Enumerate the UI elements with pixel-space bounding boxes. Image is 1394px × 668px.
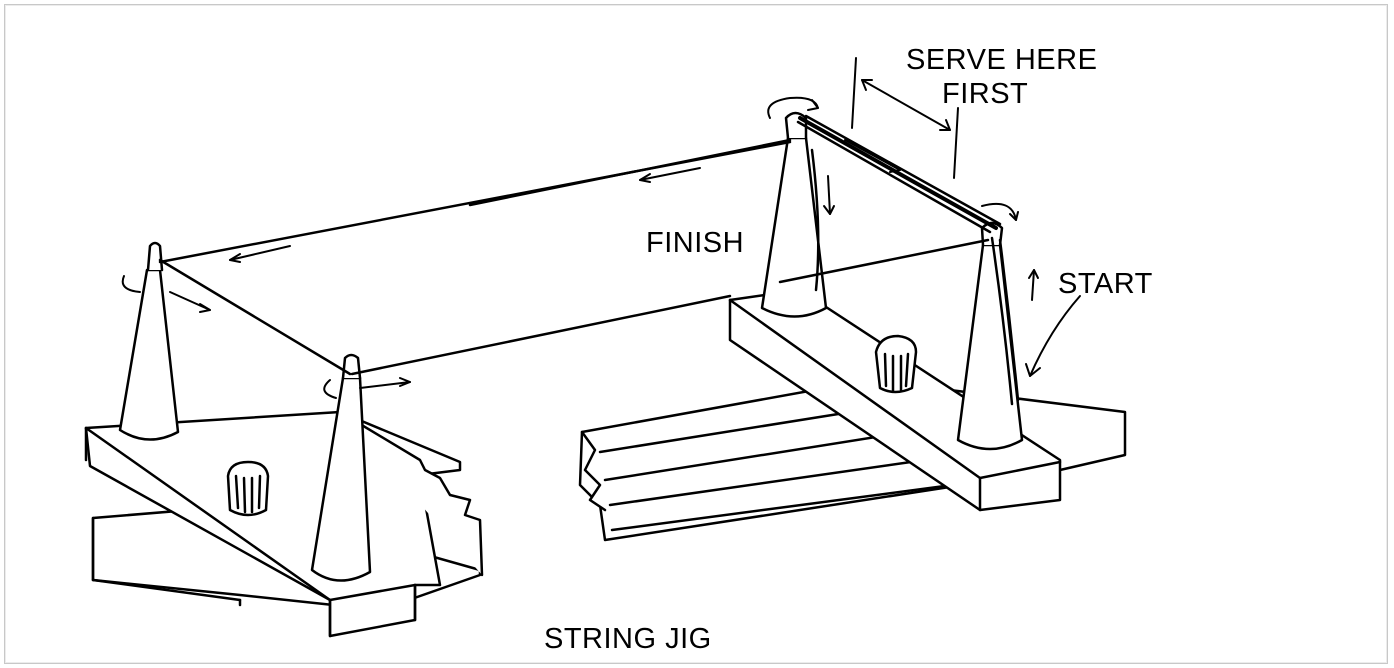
bowstring-loop [158,114,1020,406]
right-back-post [760,111,828,318]
finish-label: FINISH [646,227,744,259]
serve-here-marker [851,57,959,179]
start-pointer [1025,295,1081,377]
right-knob [874,334,918,394]
left-board [84,410,484,638]
left-knob [226,460,270,517]
serve-here-label: SERVE HERE [906,44,1097,76]
diagram-caption: STRING JIG [544,623,712,655]
start-label: START [1058,268,1153,300]
first-label: FIRST [942,78,1028,110]
direction-arrows [121,96,1039,399]
left-back-post [118,241,180,441]
